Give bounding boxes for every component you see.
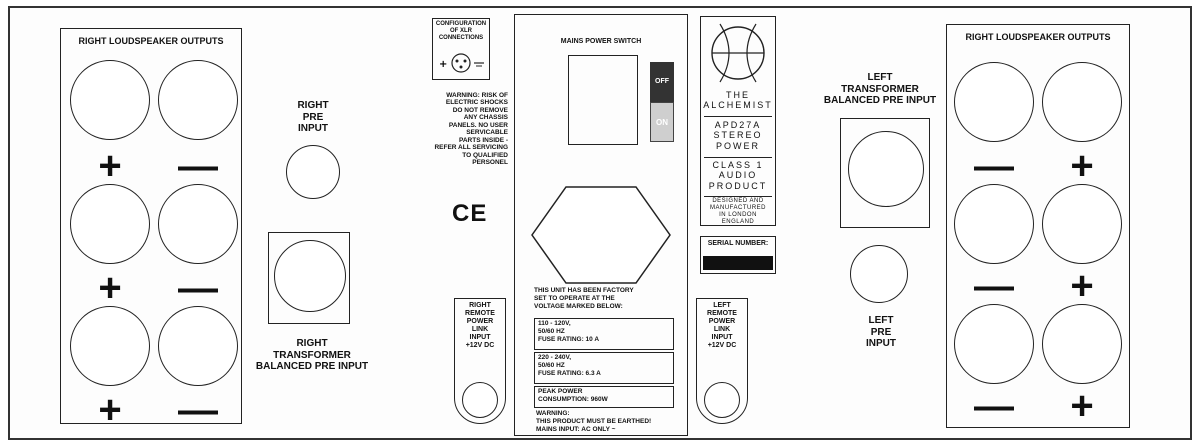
xlr-config-box	[432, 18, 490, 80]
left-pre-input-socket[interactable]	[850, 245, 908, 303]
speaker-terminal-2[interactable]	[158, 60, 238, 140]
logo-divider	[704, 116, 772, 117]
logo-model-text: APD27A STEREO POWER	[713, 120, 763, 151]
right-pre-input-socket[interactable]	[286, 145, 340, 199]
speaker-terminal-9[interactable]	[954, 184, 1034, 264]
plus-sign: +	[1070, 384, 1094, 428]
logo-divider	[704, 157, 772, 158]
voltage-option-220-text: 220 - 240V, 50/60 Hz FUSE RATING: 6.3 A	[538, 354, 601, 377]
serial-number-box	[700, 236, 776, 274]
mains-power-section	[514, 14, 688, 436]
voltage-option-110-text: 110 - 120V, 50/60 Hz FUSE RATING: 10 A	[538, 320, 600, 343]
logo-origin-text: DESIGNED AND MANUFACTURED IN LONDON ENGL…	[709, 198, 766, 225]
mains-power-switch[interactable]	[568, 55, 638, 145]
peak-power-text: PEAK POWER CONSUMPTION: 960W	[538, 388, 608, 403]
speaker-terminal-5[interactable]	[70, 306, 150, 386]
logo-divider	[704, 196, 772, 197]
mains-power-switch-title: MAINS POWER SWITCH	[560, 38, 642, 45]
minus-sign: —	[974, 384, 1014, 428]
minus-sign: —	[178, 266, 218, 310]
left-speaker-output-title: RIGHT LOUDSPEAKER OUTPUTS	[78, 36, 224, 46]
left-pre-input-label: LEFT PRE INPUT	[866, 315, 896, 349]
plus-sign: +	[1070, 144, 1094, 188]
left-speaker-output-module	[60, 28, 242, 424]
speaker-terminal-3[interactable]	[70, 184, 150, 264]
earth-warning-text: WARNING: THIS PRODUCT MUST BE EARTHED! M…	[536, 410, 652, 433]
left-transformer-input-frame	[840, 118, 930, 228]
right-speaker-output-title: RIGHT LOUDSPEAKER OUTPUTS	[965, 32, 1111, 42]
right-transformer-input-label: RIGHT TRANSFORMER BALANCED PRE INPUT	[255, 338, 369, 372]
right-remote-power-link-label: RIGHT REMOTE POWER LINK INPUT +12V DC	[465, 302, 495, 350]
plus-sign: +	[98, 388, 122, 432]
left-transformer-input-socket[interactable]	[848, 131, 924, 207]
right-speaker-output-module	[946, 24, 1130, 428]
xlr-pin-diagram-icon: +	[439, 53, 484, 73]
serial-number-label: SERIAL NUMBER:	[707, 240, 769, 247]
plus-sign: +	[1070, 264, 1094, 308]
speaker-terminal-1[interactable]	[70, 60, 150, 140]
speaker-terminal-4[interactable]	[158, 184, 238, 264]
serial-number-bar	[703, 256, 773, 270]
peak-power-box	[534, 386, 674, 408]
iec-mains-inlet-socket[interactable]	[530, 185, 672, 285]
left-remote-power-link-socket[interactable]	[704, 382, 740, 418]
svg-text:+: +	[439, 59, 447, 70]
ce-mark: CE	[452, 200, 488, 227]
factory-voltage-note: THIS UNIT HAS BEEN FACTORY SET TO OPERAT…	[534, 287, 634, 310]
left-remote-power-link-label: LEFT REMOTE POWER LINK INPUT +12V DC	[707, 302, 737, 350]
left-remote-power-link-frame	[696, 298, 748, 424]
speaker-terminal-8[interactable]	[1042, 62, 1122, 142]
speaker-terminal-11[interactable]	[954, 304, 1034, 384]
xlr-config-title: CONFIGURATION OF XLR CONNECTIONS	[435, 21, 487, 41]
voltage-option-220	[534, 352, 674, 384]
switch-off-indicator: OFF	[650, 62, 674, 102]
shock-warning-text: WARNING: RISK OF ELECTRIC SHOCKS DO NOT …	[434, 92, 508, 167]
minus-sign: —	[178, 388, 218, 432]
left-transformer-input-label: LEFT TRANSFORMER BALANCED PRE INPUT	[823, 72, 937, 106]
logo-brand-text: THE ALCHEMIST	[703, 90, 773, 111]
plus-sign: +	[98, 144, 122, 188]
logo-class-text: CLASS 1 AUDIO PRODUCT	[708, 160, 768, 191]
voltage-option-110	[534, 318, 674, 350]
minus-sign: —	[178, 144, 218, 188]
right-pre-input-label: RIGHT PRE INPUT	[297, 100, 329, 134]
minus-sign: —	[974, 264, 1014, 308]
speaker-terminal-7[interactable]	[954, 62, 1034, 142]
right-transformer-input-frame	[268, 232, 350, 324]
speaker-terminal-6[interactable]	[158, 306, 238, 386]
minus-sign: —	[974, 144, 1014, 188]
logo-panel	[700, 16, 776, 226]
plus-sign: +	[98, 266, 122, 310]
right-remote-power-link-frame	[454, 298, 506, 424]
speaker-terminal-12[interactable]	[1042, 304, 1122, 384]
right-remote-power-link-socket[interactable]	[462, 382, 498, 418]
alchemist-logo-icon	[711, 23, 765, 83]
switch-on-indicator: ON	[650, 102, 674, 142]
speaker-terminal-10[interactable]	[1042, 184, 1122, 264]
right-transformer-input-socket[interactable]	[274, 240, 346, 312]
